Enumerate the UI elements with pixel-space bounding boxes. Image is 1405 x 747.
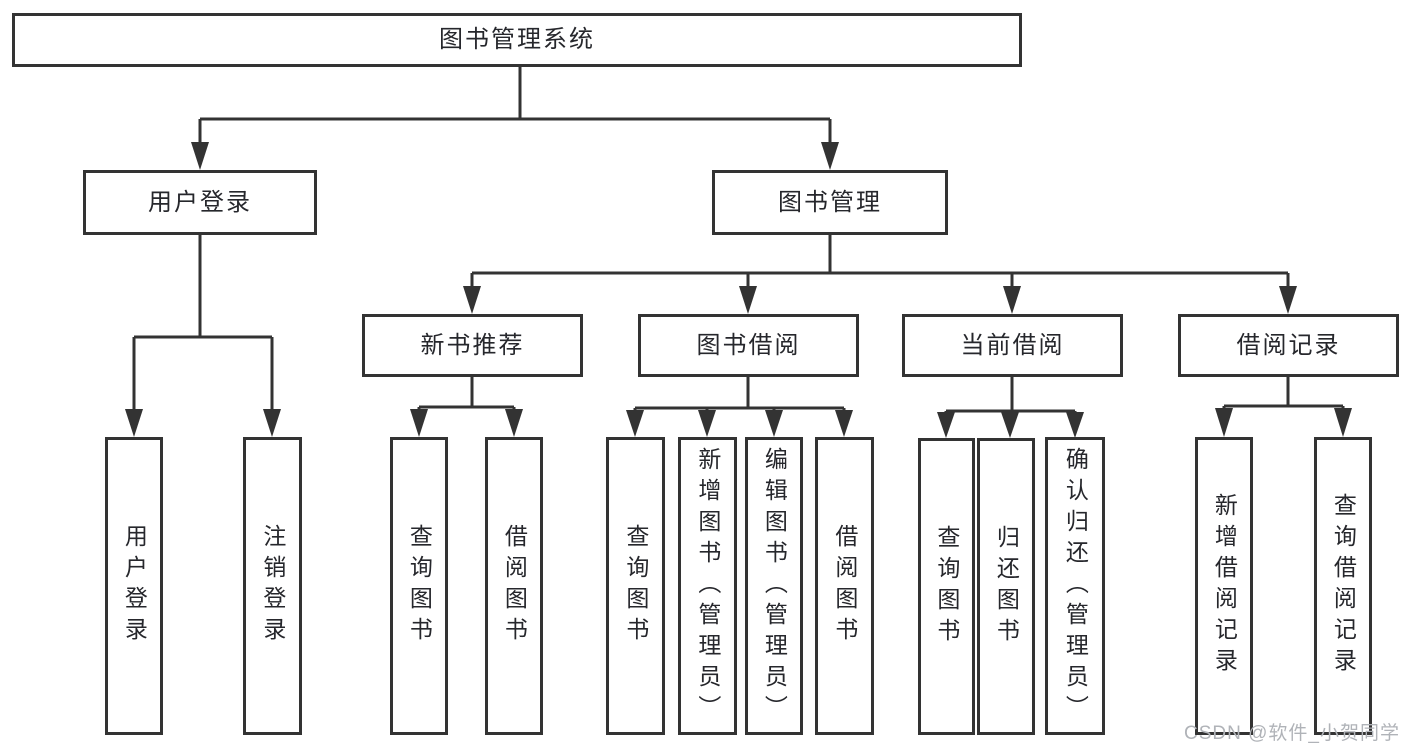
leaf-edit-books-admin: 编辑图书（管理员） bbox=[745, 437, 803, 735]
node-book-management: 图书管理 bbox=[712, 170, 948, 235]
leaf-query-books-recommend: 查询图书 bbox=[390, 437, 448, 735]
leaf-logout: 注销登录 bbox=[243, 437, 302, 735]
leaf-borrow-books-recommend: 借阅图书 bbox=[485, 437, 543, 735]
node-book-borrowing: 图书借阅 bbox=[638, 314, 859, 377]
leaf-query-books-borrowing: 查询图书 bbox=[606, 437, 665, 735]
leaf-user-login: 用户登录 bbox=[105, 437, 163, 735]
node-current-borrowing: 当前借阅 bbox=[902, 314, 1123, 377]
leaf-query-books-current: 查询图书 bbox=[918, 438, 975, 735]
leaf-query-borrow-record: 查询借阅记录 bbox=[1314, 437, 1372, 735]
node-borrowing-records: 借阅记录 bbox=[1178, 314, 1399, 377]
node-user-login: 用户登录 bbox=[83, 170, 317, 235]
node-root-system: 图书管理系统 bbox=[12, 13, 1022, 67]
leaf-confirm-return-admin: 确认归还（管理员） bbox=[1045, 437, 1105, 735]
leaf-add-books-admin: 新增图书（管理员） bbox=[678, 437, 737, 735]
csdn-watermark: CSDN @软件_小贺同学 bbox=[1184, 723, 1400, 744]
leaf-borrow-books: 借阅图书 bbox=[815, 437, 874, 735]
leaf-return-books: 归还图书 bbox=[977, 438, 1035, 735]
leaf-add-borrow-record: 新增借阅记录 bbox=[1195, 437, 1253, 735]
node-new-book-recommendation: 新书推荐 bbox=[362, 314, 583, 377]
